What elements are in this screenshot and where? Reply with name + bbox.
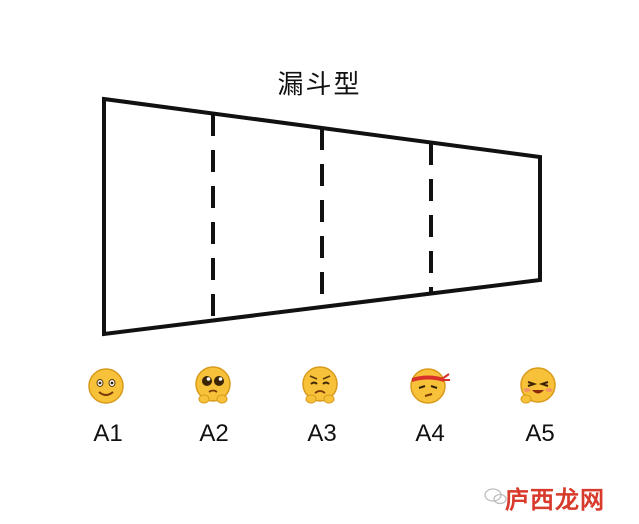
headband-emoji-icon (410, 368, 450, 404)
laughing-emoji-icon (520, 367, 556, 404)
watermark-chat-icon (484, 488, 507, 505)
worried-emoji-icon (302, 366, 338, 404)
watermark-text: 庐西龙网 (505, 486, 605, 514)
stage-label-a5: A5 (525, 420, 555, 447)
stage-label-a3: A3 (307, 420, 337, 447)
stage-label-a1: A1 (93, 420, 123, 447)
stage-label-a4: A4 (415, 420, 445, 447)
pleading-emoji-icon (195, 366, 231, 404)
diagram-title: 漏斗型 (277, 70, 362, 100)
stage-label-a2: A2 (199, 420, 229, 447)
smile-emoji-icon (88, 368, 124, 404)
funnel-outline (102, 96, 542, 337)
